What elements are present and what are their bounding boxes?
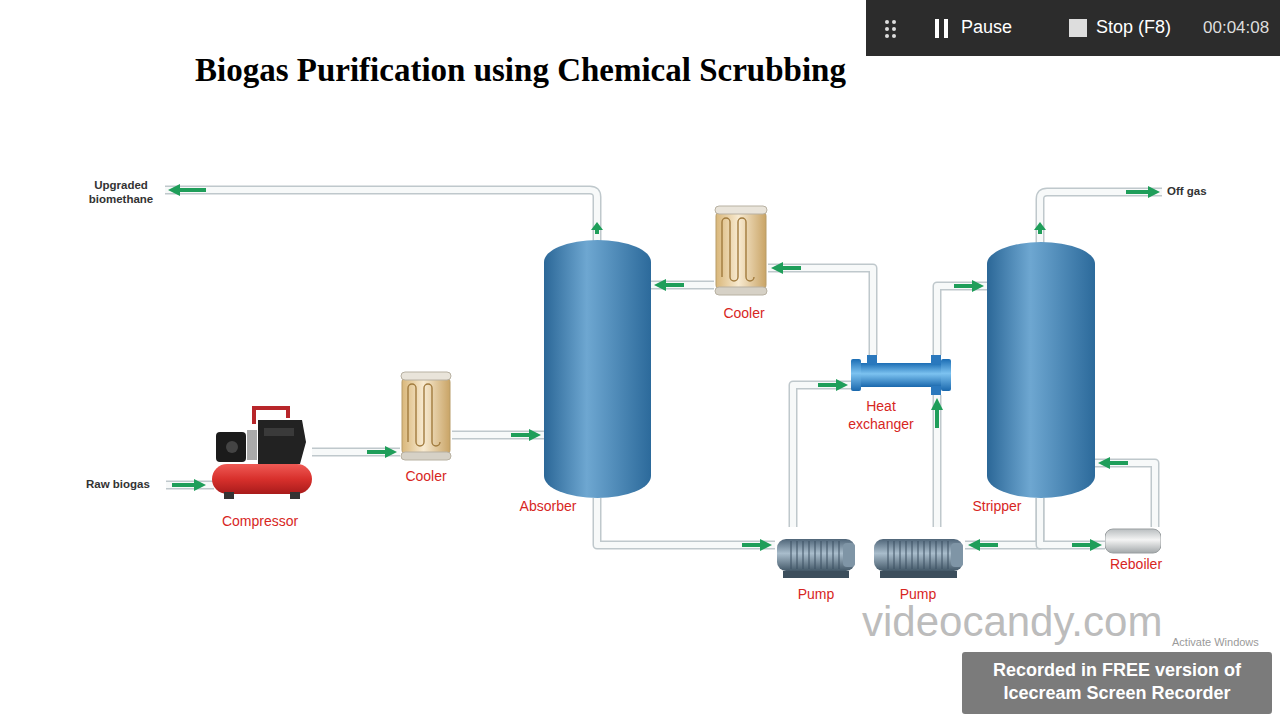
heat-exchanger-icon-shape <box>851 355 951 395</box>
pipe-core <box>597 498 775 545</box>
heat-exchanger-icon: Heat exchanger <box>851 355 951 395</box>
arrow-shaft <box>781 266 801 270</box>
equipment-label: Cooler <box>405 468 446 486</box>
pipe-core <box>793 385 851 527</box>
pipe-core <box>965 498 1040 545</box>
arrow-shaft <box>664 283 684 287</box>
pipe-outline <box>933 395 942 527</box>
arrow-shaft <box>935 408 939 428</box>
arrow-head <box>1098 457 1110 469</box>
equipment-label: Heat exchanger <box>839 398 923 433</box>
watermark: Activate Windows <box>1172 636 1259 648</box>
button-label: Stop (F8) <box>1096 17 1171 38</box>
pipe-core <box>934 395 940 527</box>
pipe-connector <box>1095 457 1155 527</box>
pipe-outline <box>597 498 775 545</box>
pipe-connector <box>937 280 987 355</box>
pipe-connector <box>965 498 1040 551</box>
pump-icon: Pump <box>872 527 965 582</box>
pump-icon-shape <box>872 527 965 582</box>
arrow-head <box>529 429 541 441</box>
cooler-icon-shape <box>714 204 768 297</box>
pipe-outline <box>965 498 1040 545</box>
pipe-outline <box>768 268 873 355</box>
arrow-head <box>760 539 772 551</box>
stream-label: Off gas <box>1167 185 1207 197</box>
pump-icon-shape <box>775 527 857 582</box>
arrow-shaft <box>978 543 998 547</box>
title: Biogas Purification using Chemical Scrub… <box>195 52 846 88</box>
cooler-icon-shape <box>400 370 452 462</box>
absorber-column: Absorber <box>544 240 651 498</box>
arrow-shaft <box>511 433 531 437</box>
stripper-column-shape <box>987 242 1095 498</box>
arrow-shaft <box>954 284 974 288</box>
pipe-core <box>937 286 987 355</box>
absorber-column-shape <box>544 240 651 498</box>
pipe-connector <box>768 262 873 355</box>
stripper-column: Stripper <box>987 242 1095 498</box>
arrow-shaft <box>367 450 387 454</box>
compressor-icon-shape <box>212 402 312 500</box>
arrow-head <box>836 379 848 391</box>
pipe-connector <box>452 429 544 441</box>
pipe-connector <box>931 395 943 527</box>
equipment-label: Reboiler <box>1110 556 1162 574</box>
arrow-head <box>968 539 980 551</box>
arrow-shaft <box>1108 461 1128 465</box>
watermark: videocandy.com <box>862 598 1162 646</box>
watermark-box <box>962 652 1272 714</box>
arrow-shaft <box>742 543 762 547</box>
timer: 00:04:08 <box>1203 18 1269 38</box>
equipment-label: Compressor <box>222 513 298 531</box>
equipment-label: Absorber <box>520 498 577 516</box>
cooler-icon: Cooler <box>400 370 452 462</box>
pipe-outline <box>793 385 851 527</box>
pipe-connector <box>651 279 714 291</box>
arrow-head <box>931 398 943 410</box>
pipe-connector <box>312 446 400 458</box>
arrow-head <box>1090 539 1102 551</box>
pipe-connector <box>597 498 775 551</box>
recorder-bar <box>866 0 1280 56</box>
pump-icon: Pump <box>775 527 857 582</box>
arrow-shaft <box>1072 543 1092 547</box>
equipment-label: Pump <box>798 586 835 604</box>
arrow-head <box>385 446 397 458</box>
stream-label: Upgraded biomethane <box>84 179 158 207</box>
pipe-connector <box>1040 498 1105 551</box>
pipe-core <box>1040 498 1105 545</box>
pipe-outline <box>937 286 987 355</box>
pipe-outline <box>1040 498 1105 545</box>
cooler-icon: Cooler <box>714 204 768 297</box>
pipe-core <box>1095 463 1155 527</box>
equipment-label: Stripper <box>972 498 1021 516</box>
pipe-core <box>768 268 873 355</box>
reboiler-icon-shape <box>1105 527 1161 555</box>
arrow-shaft <box>818 383 838 387</box>
stream-label: Raw biogas <box>86 478 150 490</box>
pipe-outline <box>1095 463 1155 527</box>
equipment-label: Cooler <box>723 305 764 323</box>
reboiler-icon: Reboiler <box>1105 527 1161 555</box>
pipe-connector <box>793 379 851 527</box>
button-label: Pause <box>961 17 1012 38</box>
arrow-head <box>654 279 666 291</box>
watermark: Recorded in FREE version of Icecream Scr… <box>967 659 1267 706</box>
compressor-icon: Compressor <box>212 402 312 500</box>
arrow-head <box>972 280 984 292</box>
arrow-head <box>771 262 783 274</box>
